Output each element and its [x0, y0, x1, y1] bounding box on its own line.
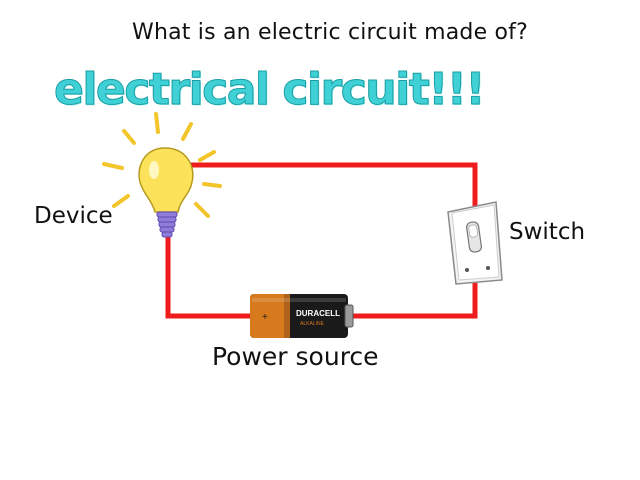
question-title: What is an electric circuit made of? [132, 20, 528, 45]
svg-text:+: + [262, 312, 268, 323]
battery-icon: DURACELL ALKALINE + [250, 294, 354, 338]
power-source-label: Power source [212, 342, 379, 371]
switch-icon [447, 201, 503, 285]
circuit-wire [165, 162, 478, 319]
switch-label: Switch [509, 219, 586, 245]
banner-title: electrical circuit!!! [54, 64, 486, 116]
light-bulb-icon [102, 112, 222, 238]
battery-subtext: ALKALINE [300, 321, 325, 327]
battery-brand: DURACELL [296, 309, 340, 318]
device-label: Device [34, 203, 113, 229]
